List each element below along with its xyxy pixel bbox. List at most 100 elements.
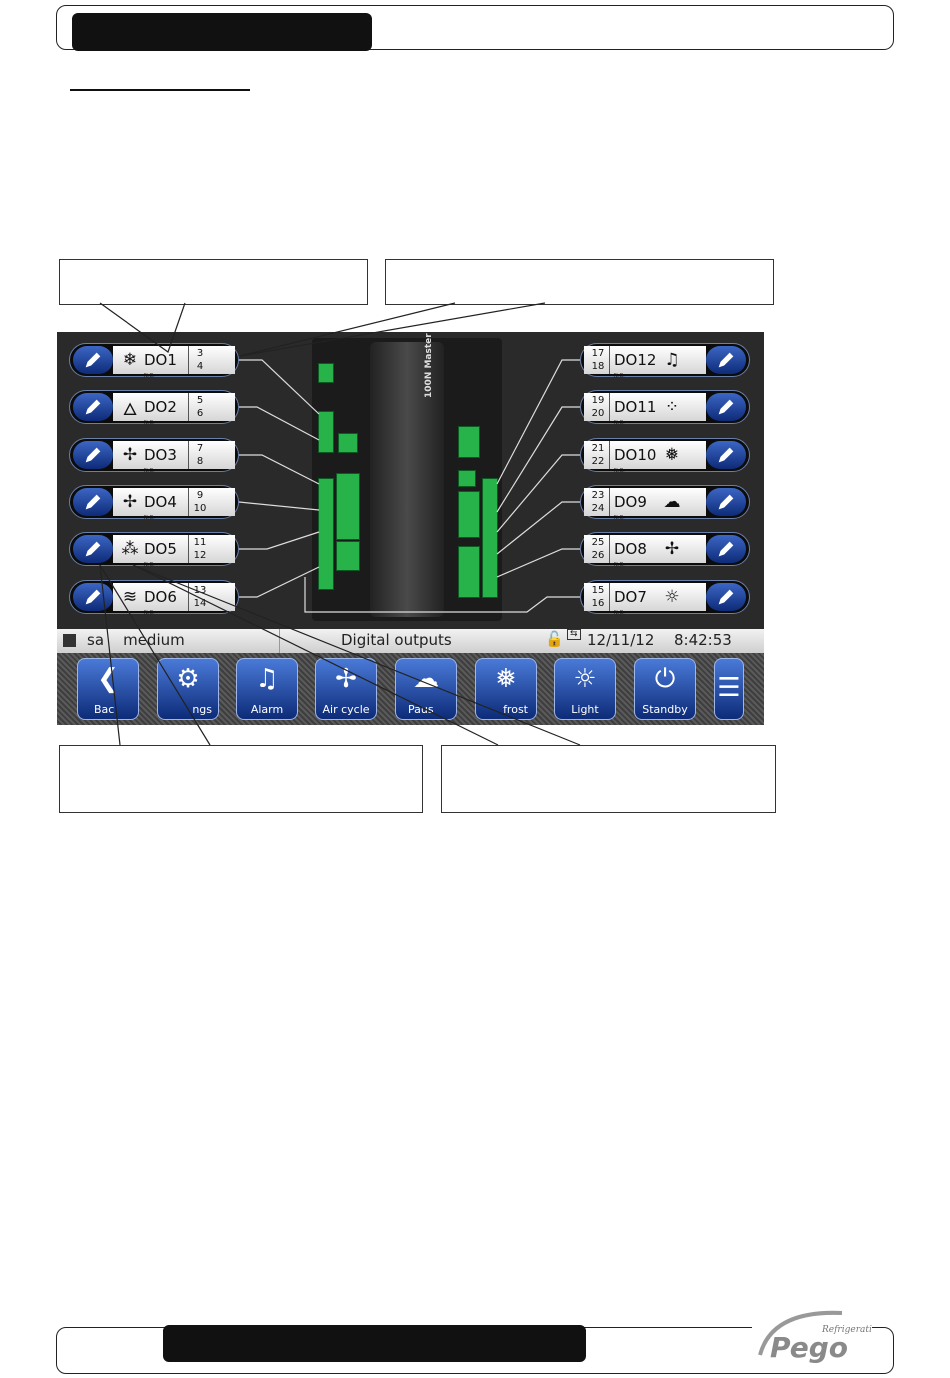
light-bulb-icon: ☼	[573, 664, 597, 694]
status-time: 8:42:53	[674, 631, 732, 649]
terminal-block	[458, 491, 480, 538]
page-title: Digital outputs	[341, 631, 452, 649]
pego-refrigeration-logo: Refrigeration Pego	[752, 1305, 883, 1367]
edit-pencil-button[interactable]	[706, 488, 746, 516]
terminal-block	[318, 363, 334, 383]
toolbar-label: Air cycle	[322, 703, 370, 716]
pencil-icon	[718, 494, 734, 510]
pencil-icon	[85, 541, 101, 557]
usb-icon: ⇆	[567, 629, 581, 640]
toolbar-label: ngs	[192, 703, 212, 716]
status-divider	[279, 629, 280, 653]
pause-cloud-icon: ☁	[663, 492, 681, 512]
edit-pencil-button[interactable]	[73, 488, 113, 516]
edit-pencil-button[interactable]	[706, 583, 746, 611]
back-button[interactable]: ❮ Bac	[77, 658, 139, 720]
air-cycle-button[interactable]: ✢ Air cycle	[315, 658, 377, 720]
bottom-toolbar: ❮ Bac ⚙ ngs ♫ Alarm ✢ Air cycle ☁ Paus ❅…	[57, 653, 764, 725]
menu-button[interactable]: ☰	[714, 658, 744, 720]
fan-high-icon: ✢	[122, 445, 138, 465]
light-button[interactable]: ☼ Light	[554, 658, 616, 720]
edit-pencil-button[interactable]	[73, 346, 113, 374]
terminal-block	[458, 470, 476, 487]
drops-icon: ⁂	[121, 539, 139, 559]
spray-icon: ⁘	[664, 397, 680, 417]
toolbar-label: frost	[503, 703, 528, 716]
edit-pencil-button[interactable]	[73, 583, 113, 611]
status-bar: sa medium Digital outputs 🔓 ⇆ 12/11/12 8…	[57, 629, 764, 653]
toolbar-label: Light	[571, 703, 599, 716]
plc-module-image: 100N Master	[312, 333, 502, 621]
status-left-text: sa medium	[87, 631, 185, 649]
edit-pencil-button[interactable]	[706, 346, 746, 374]
terminal-block	[338, 433, 358, 453]
edit-pencil-button[interactable]	[706, 441, 746, 469]
pencil-icon	[718, 589, 734, 605]
footer-title-bar	[163, 1325, 586, 1362]
defrost-heater-icon: ≋	[122, 587, 138, 607]
settings-button[interactable]: ⚙ ngs	[157, 658, 219, 720]
toolbar-label: Paus	[408, 703, 434, 716]
pencil-icon	[85, 447, 101, 463]
svg-text:Pego: Pego	[770, 1331, 848, 1364]
edit-pencil-button[interactable]	[73, 393, 113, 421]
flame-icon: 🜂	[122, 399, 138, 420]
edit-pencil-button[interactable]	[706, 393, 746, 421]
standby-button[interactable]: ⏻ Standby	[634, 658, 696, 720]
pencil-icon	[85, 494, 101, 510]
alarm-button[interactable]: ♫ Alarm	[236, 658, 298, 720]
edit-pencil-button[interactable]	[706, 535, 746, 563]
terminal-block	[336, 473, 360, 540]
fan-box-icon: ✢	[664, 539, 680, 559]
edit-pencil-button[interactable]	[73, 441, 113, 469]
menu-icon: ☰	[717, 673, 741, 703]
pencil-icon	[718, 447, 734, 463]
logo-graphic: Refrigeration Pego	[758, 1310, 883, 1364]
callout-box-top-left	[59, 259, 368, 305]
controller-screen: 100N Master ❄	[57, 332, 764, 725]
defrost-button[interactable]: ❅ frost	[475, 658, 537, 720]
terminal-block	[336, 541, 360, 571]
status-date: 12/11/12	[587, 631, 655, 649]
edit-pencil-button[interactable]	[73, 535, 113, 563]
alarm-icon: ♫	[255, 664, 279, 694]
light-icon: ☼	[664, 587, 680, 607]
toolbar-label: Standby	[642, 703, 688, 716]
pencil-icon	[718, 541, 734, 557]
drip-defrost-icon: ❅	[664, 445, 680, 465]
